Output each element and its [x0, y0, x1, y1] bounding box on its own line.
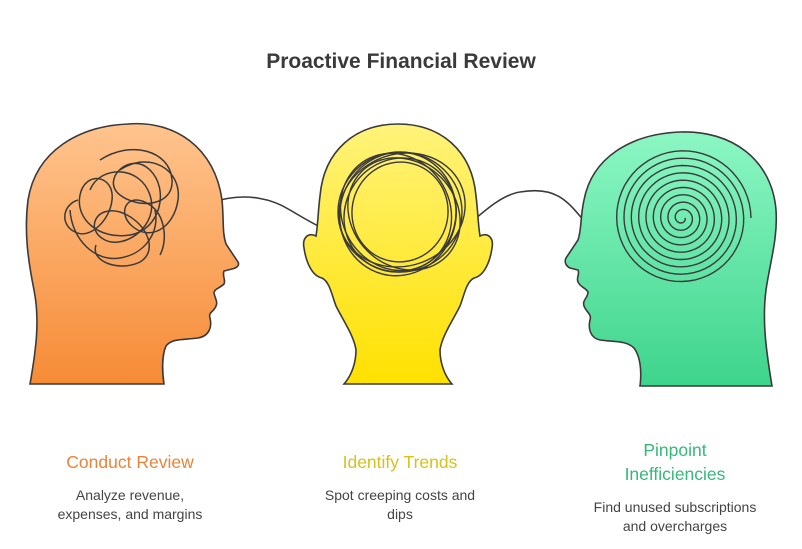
stage-description: Find unused subscriptions and overcharge… — [560, 498, 790, 536]
label-line: Inefficiencies — [624, 464, 726, 484]
desc-line: and overcharges — [622, 518, 728, 534]
desc-line: Find unused subscriptions — [593, 499, 757, 515]
stage-description: Analyze revenue, expenses, and margins — [20, 486, 240, 524]
desc-line: Analyze revenue, — [75, 487, 185, 503]
yellow-head-icon — [302, 123, 494, 385]
page-title: Proactive Financial Review — [266, 50, 536, 73]
stage-label: Identify Trends — [342, 452, 458, 472]
stage-description: Spot creeping costs and dips — [290, 486, 510, 524]
label-line: Pinpoint — [643, 440, 707, 460]
green-head-icon — [564, 131, 778, 387]
desc-line: Spot creeping costs and — [324, 487, 476, 503]
stage-label: Pinpoint Inefficiencies — [560, 438, 790, 486]
tangled-scribble-icon — [64, 148, 179, 267]
stage-label: Conduct Review — [66, 452, 194, 472]
desc-line: expenses, and margins — [57, 506, 203, 522]
spiral-icon — [615, 150, 752, 283]
desc-line: dips — [387, 506, 413, 522]
circular-scribble-icon — [337, 151, 466, 277]
